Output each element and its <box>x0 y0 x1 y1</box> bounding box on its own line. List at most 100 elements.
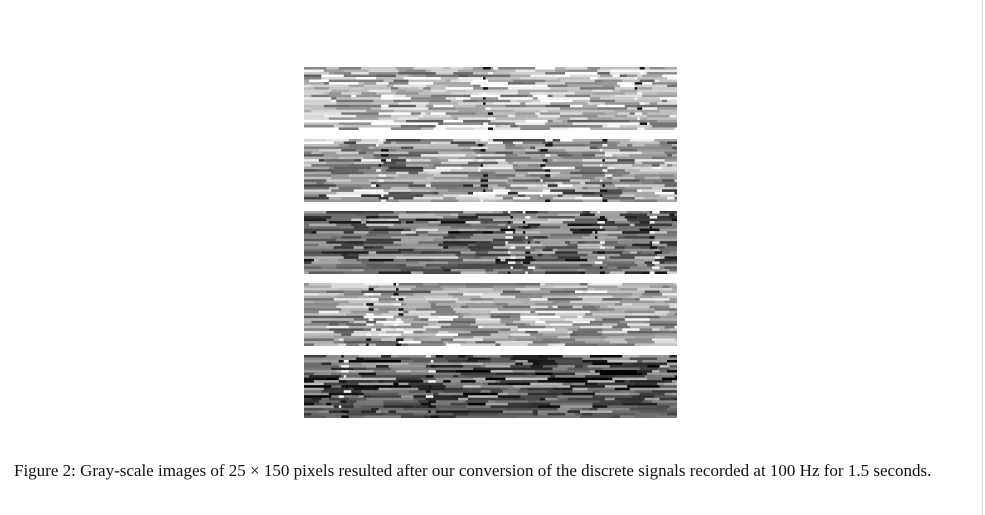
signal-pixel-segment <box>672 144 677 147</box>
signal-pixel-segment <box>669 405 677 408</box>
signal-event-pixel <box>540 149 548 152</box>
signal-pixel-segment <box>662 375 675 378</box>
signal-pixel-segment <box>535 112 541 115</box>
signal-pixel-segment <box>343 74 377 78</box>
signal-pixel-segment <box>547 298 583 301</box>
signal-pixel-segment <box>351 179 369 182</box>
signal-event-pixel <box>393 303 401 306</box>
signal-pixel-segment <box>622 231 650 234</box>
signal-pixel-segment <box>336 305 369 309</box>
signal-pixel-segment <box>331 362 362 366</box>
signal-pixel-segment <box>480 122 511 125</box>
signal-pixel-segment <box>662 166 677 170</box>
signal-pixel-segment <box>341 253 349 257</box>
signal-pixel-segment <box>557 407 571 411</box>
signal-pixel-segment <box>555 328 568 331</box>
signal-event-pixel <box>602 139 608 142</box>
signal-pixel-segment <box>448 84 474 88</box>
signal-pixel-segment <box>328 82 359 85</box>
signal-pixel-segment <box>497 308 536 311</box>
signal-pixel-segment <box>550 253 588 257</box>
signal-pixel-segment <box>597 72 610 75</box>
signal-pixel-segment <box>403 330 414 334</box>
signal-pixel-segment <box>353 367 367 371</box>
signal-pixel-segment <box>674 174 677 177</box>
signal-pixel-segment <box>415 231 429 234</box>
signal-pixel-segment <box>510 315 521 319</box>
signal-pixel-segment <box>575 166 608 170</box>
signal-pixel-segment <box>657 382 665 386</box>
signal-event-pixel <box>378 179 384 182</box>
signal-pixel-segment <box>570 179 590 182</box>
signal-pixel-segment <box>662 285 670 289</box>
signal-pixel-segment <box>562 191 595 195</box>
signal-pixel-segment <box>587 380 615 383</box>
signal-pixel-segment <box>415 246 444 249</box>
signal-pixel-segment <box>512 335 536 339</box>
signal-pixel-segment <box>555 360 583 363</box>
signal-pixel-segment <box>341 243 364 247</box>
signal-pixel-segment <box>599 400 620 403</box>
signal-pixel-segment <box>475 248 508 252</box>
signal-event-pixel <box>428 380 436 383</box>
signal-pixel-segment <box>488 251 508 254</box>
signal-pixel-segment <box>304 375 309 378</box>
signal-pixel-segment <box>391 186 409 190</box>
signal-pixel-segment <box>495 258 501 262</box>
signal-pixel-segment <box>619 149 638 152</box>
signal-pixel-segment <box>326 402 332 406</box>
signal-pixel-segment <box>607 405 638 408</box>
signal-pixel-segment <box>304 377 327 381</box>
signal-pixel-segment <box>639 221 650 224</box>
signal-pixel-segment <box>341 375 362 378</box>
signal-pixel-segment <box>624 216 638 219</box>
signal-event-pixel <box>343 375 347 378</box>
signal-event-pixel <box>542 184 548 187</box>
signal-pixel-segment <box>326 415 337 418</box>
signal-event-pixel <box>540 164 546 167</box>
signal-pixel-segment <box>602 196 635 200</box>
signal-pixel-segment <box>338 122 372 125</box>
signal-pixel-segment <box>582 159 618 162</box>
signal-pixel-segment <box>443 194 459 197</box>
signal-event-pixel <box>602 184 605 187</box>
signal-pixel-segment <box>331 285 369 289</box>
signal-pixel-segment <box>304 410 319 413</box>
signal-pixel-segment <box>408 82 434 85</box>
signal-pixel-segment <box>634 261 645 264</box>
signal-pixel-segment <box>450 79 461 83</box>
signal-pixel-segment <box>535 67 556 70</box>
signal-pixel-segment <box>490 370 513 373</box>
signal-pixel-segment <box>410 159 431 162</box>
signal-pixel-segment <box>570 104 583 108</box>
signal-pixel-segment <box>328 92 342 95</box>
signal-pixel-segment <box>629 112 638 115</box>
signal-pixel-segment <box>515 338 543 341</box>
signal-pixel-segment <box>572 156 593 160</box>
signal-pixel-segment <box>500 94 528 98</box>
signal-pixel-segment <box>622 191 655 195</box>
signal-pixel-segment <box>602 79 623 83</box>
signal-pixel-segment <box>654 313 668 316</box>
signal-pixel-segment <box>492 246 513 249</box>
signal-pixel-segment <box>425 181 431 185</box>
signal-pixel-segment <box>580 161 605 165</box>
signal-event-pixel <box>483 102 486 105</box>
signal-pixel-segment <box>396 308 416 311</box>
signal-pixel-segment <box>445 79 451 83</box>
signal-pixel-segment <box>562 382 573 386</box>
signal-pixel-segment <box>458 228 476 232</box>
signal-pixel-segment <box>468 390 481 393</box>
signal-event-pixel <box>371 298 379 301</box>
signal-pixel-segment <box>497 392 508 396</box>
signal-pixel-segment <box>348 164 382 167</box>
signal-pixel-segment <box>460 179 476 182</box>
signal-pixel-segment <box>366 109 394 113</box>
signal-pixel-segment <box>510 357 548 361</box>
signal-pixel-segment <box>654 139 677 142</box>
signal-pixel-segment <box>567 151 583 155</box>
signal-event-pixel <box>428 400 436 403</box>
signal-pixel-segment <box>642 107 658 110</box>
signal-pixel-segment <box>594 226 618 229</box>
signal-pixel-segment <box>361 159 392 162</box>
